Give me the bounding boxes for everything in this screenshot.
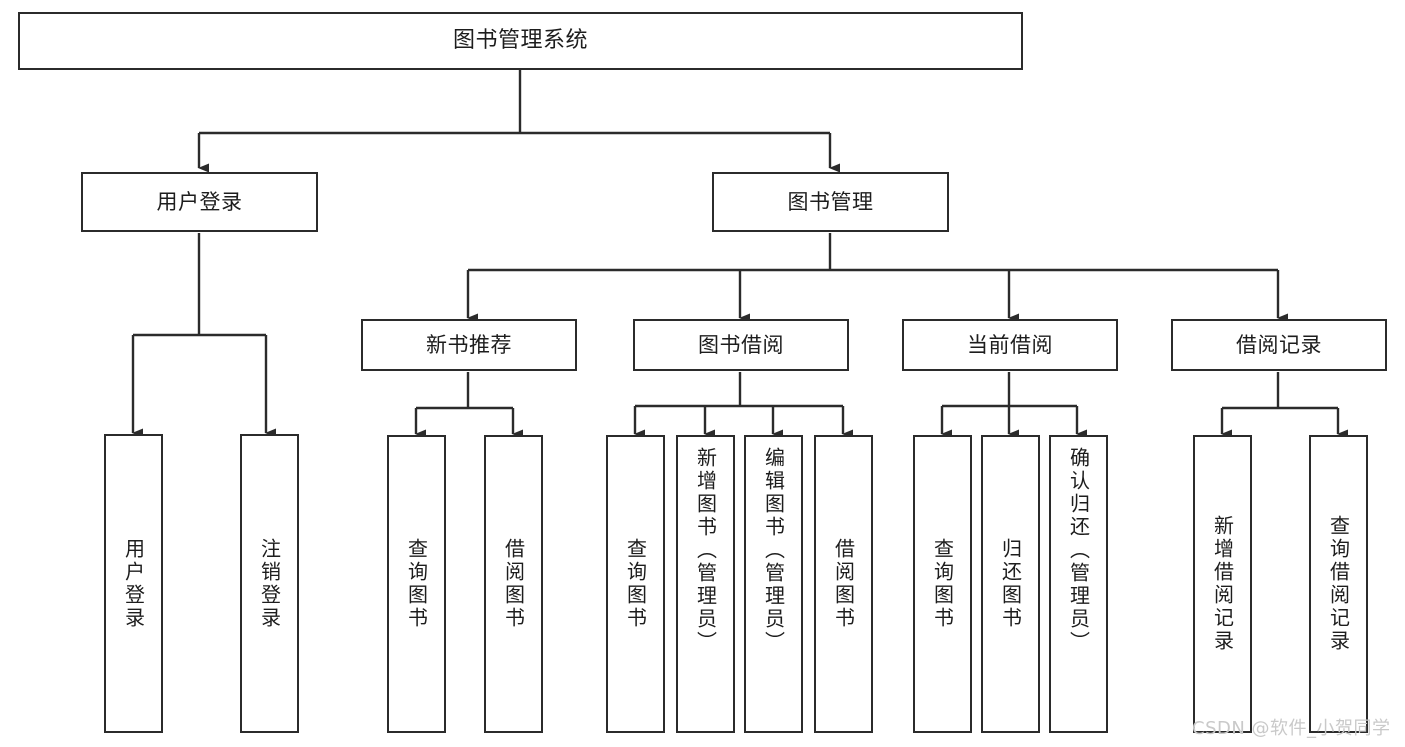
leaf-add-book-admin[interactable]: 新增图书（管理员） <box>676 435 735 733</box>
node-new-book-recommend[interactable]: 新书推荐 <box>361 319 577 371</box>
node-user-login[interactable]: 用户登录 <box>81 172 318 232</box>
leaf-confirm-return-admin[interactable]: 确认归还（管理员） <box>1049 435 1108 733</box>
leaf-edit-book-admin[interactable]: 编辑图书（管理员） <box>744 435 803 733</box>
node-label: 查询图书 <box>404 538 429 630</box>
node-label: 新增图书（管理员） <box>693 447 718 654</box>
node-label: 新增借阅记录 <box>1210 515 1235 653</box>
node-label: 查询借阅记录 <box>1326 515 1351 653</box>
node-root-system[interactable]: 图书管理系统 <box>18 12 1023 70</box>
node-label: 图书管理 <box>787 189 874 214</box>
leaf-user-login[interactable]: 用户登录 <box>104 434 163 733</box>
node-label: 图书管理系统 <box>452 28 588 54</box>
leaf-query-borrow-record[interactable]: 查询借阅记录 <box>1309 435 1368 733</box>
leaf-logout[interactable]: 注销登录 <box>240 434 299 733</box>
leaf-borrow-book[interactable]: 借阅图书 <box>814 435 873 733</box>
node-label: 归还图书 <box>998 538 1023 630</box>
node-label: 查询图书 <box>930 538 955 630</box>
leaf-borrow-book-recommend[interactable]: 借阅图书 <box>484 435 543 733</box>
node-book-management[interactable]: 图书管理 <box>712 172 949 232</box>
node-borrow-record[interactable]: 借阅记录 <box>1171 319 1387 371</box>
leaf-add-borrow-record[interactable]: 新增借阅记录 <box>1193 435 1252 733</box>
node-label: 借阅图书 <box>501 538 526 630</box>
leaf-query-book-current[interactable]: 查询图书 <box>913 435 972 733</box>
leaf-query-book-borrow[interactable]: 查询图书 <box>606 435 665 733</box>
node-label: 编辑图书（管理员） <box>761 447 786 654</box>
node-label: 当前借阅 <box>967 332 1053 357</box>
node-label: 注销登录 <box>257 537 282 630</box>
node-label: 查询图书 <box>623 538 648 630</box>
leaf-return-book[interactable]: 归还图书 <box>981 435 1040 733</box>
node-label: 用户登录 <box>156 189 243 214</box>
leaf-query-book-recommend[interactable]: 查询图书 <box>387 435 446 733</box>
node-label: 确认归还（管理员） <box>1066 447 1091 654</box>
node-label: 借阅图书 <box>831 538 856 630</box>
node-book-borrow[interactable]: 图书借阅 <box>633 319 849 371</box>
node-label: 新书推荐 <box>426 332 512 357</box>
csdn-watermark: CSDN @软件_小贺同学 <box>1192 718 1391 739</box>
node-label: 用户登录 <box>121 537 146 630</box>
node-label: 借阅记录 <box>1236 332 1322 357</box>
node-label: 图书借阅 <box>698 332 784 357</box>
node-current-borrow[interactable]: 当前借阅 <box>902 319 1118 371</box>
